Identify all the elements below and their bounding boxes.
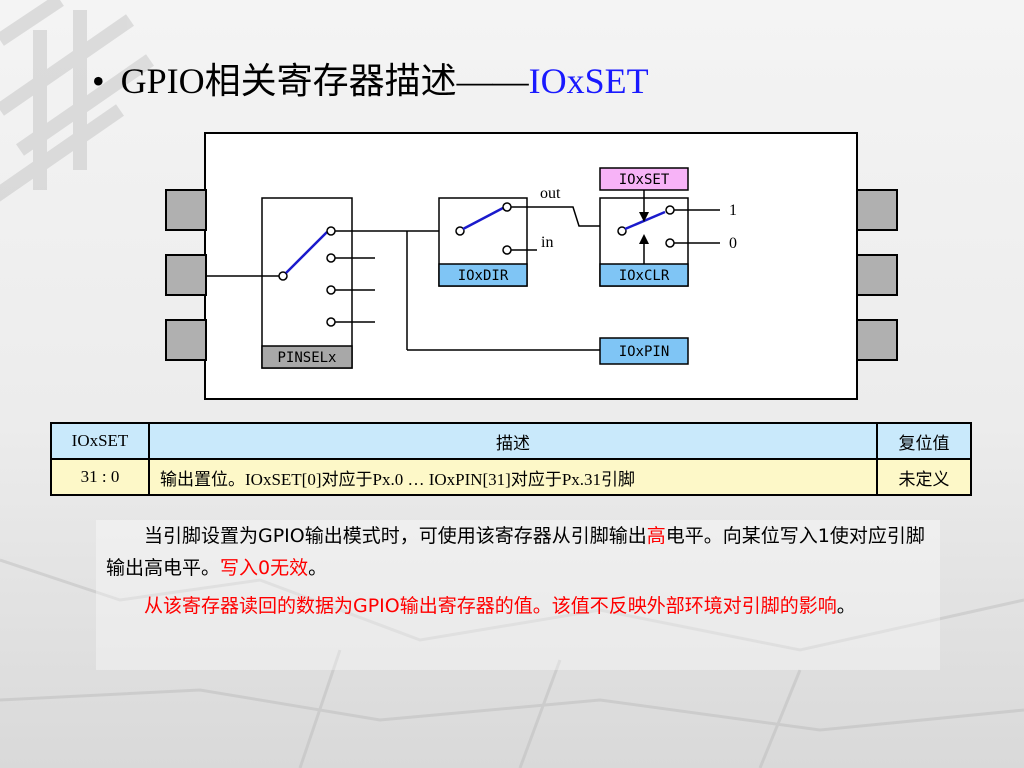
paragraph-2: 从该寄存器读回的数据为GPIO输出寄存器的值。该值不反映外部环境对引脚的影响。 <box>96 590 940 622</box>
left-pin <box>165 319 207 361</box>
title-main: GPIO相关寄存器描述—— <box>120 61 529 101</box>
pinsel-block <box>261 197 353 369</box>
p1-text-b: 电平。向某位写入1使对应引脚输出高电平。 <box>106 525 925 579</box>
one-label: 1 <box>729 202 737 219</box>
cell-bits: 31 : 0 <box>50 458 150 496</box>
header-reset: 复位值 <box>876 422 972 460</box>
iopin-label-box <box>599 337 689 365</box>
right-pin <box>856 189 898 231</box>
up-arrow-icon <box>639 234 649 244</box>
title-accent: IOxSET <box>528 61 649 101</box>
gpio-diagram: PINSELx IOxDIR out in IOxSET IOxCLR <box>165 130 905 402</box>
ioset-label: IOxSET <box>619 172 670 188</box>
header-desc: 描述 <box>148 422 878 460</box>
table-row: 31 : 0 输出置位。IOxSET[0]对应于Px.0 … IOxPIN[31… <box>50 458 972 496</box>
p1-text-a: 当引脚设置为GPIO输出模式时，可使用该寄存器从引脚输出 <box>144 525 647 547</box>
p1-red-nowrite: 写入0无效 <box>220 557 309 579</box>
cell-reset: 未定义 <box>876 458 972 496</box>
pinsel-label: PINSELx <box>277 350 336 366</box>
in-label: in <box>541 234 553 251</box>
right-pin <box>856 254 898 296</box>
left-pin <box>165 189 207 231</box>
right-pin <box>856 319 898 361</box>
iopin-label: IOxPIN <box>619 344 670 360</box>
p1-end: 。 <box>308 557 328 579</box>
ioset-switch <box>624 210 666 231</box>
title-bullet: • <box>92 61 105 101</box>
iodir-switch <box>462 206 504 231</box>
p2-end: 。 <box>836 595 856 617</box>
paragraph-1: 当引脚设置为GPIO输出模式时，可使用该寄存器从引脚输出高电平。向某位写入1使对… <box>96 520 940 584</box>
iodir-label: IOxDIR <box>458 268 509 284</box>
table-header-row: IOxSET 描述 复位值 <box>50 422 972 460</box>
p1-red-high: 高 <box>646 525 666 547</box>
zero-label: 0 <box>729 235 737 252</box>
header-bits: IOxSET <box>50 422 150 460</box>
p2-red-text: 从该寄存器读回的数据为GPIO输出寄存器的值。该值不反映外部环境对引脚的影响 <box>144 595 837 617</box>
register-table: IOxSET 描述 复位值 31 : 0 输出置位。IOxSET[0]对应于Px… <box>50 422 972 496</box>
description-text: 当引脚设置为GPIO输出模式时，可使用该寄存器从引脚输出高电平。向某位写入1使对… <box>96 520 940 670</box>
out-label: out <box>540 185 561 202</box>
iodir-label-box <box>438 263 528 287</box>
down-arrow-icon <box>639 212 649 222</box>
cell-desc: 输出置位。IOxSET[0]对应于Px.0 … IOxPIN[31]对应于Px.… <box>148 458 878 496</box>
left-pin <box>165 254 207 296</box>
pinsel-label-box <box>261 345 353 369</box>
ioclr-label: IOxCLR <box>619 268 670 284</box>
slide-title: • GPIO相关寄存器描述——IOxSET <box>92 52 649 104</box>
gpio-diagram-svg: PINSELx IOxDIR out in IOxSET IOxCLR <box>165 132 898 400</box>
pinsel-switch <box>285 231 328 274</box>
